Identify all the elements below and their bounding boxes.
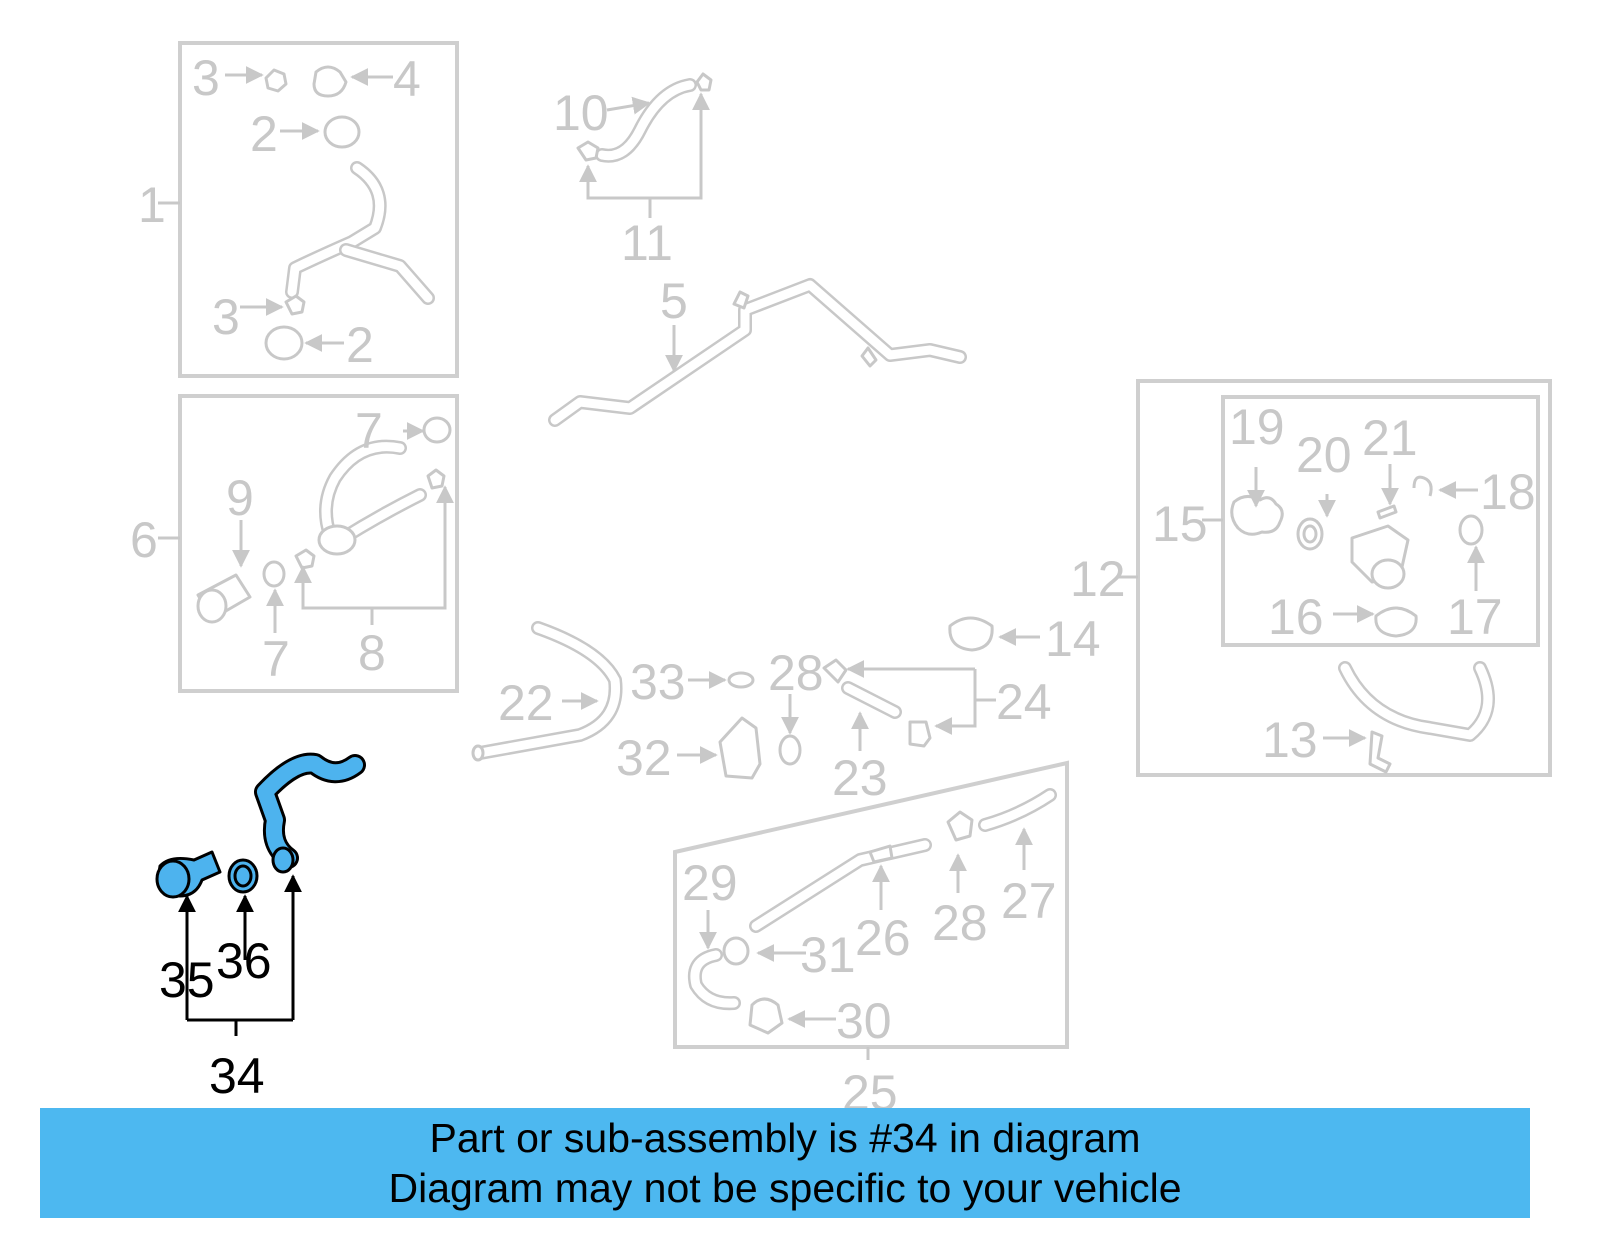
cap-2-bottom-part xyxy=(264,325,304,361)
clamp-3-bottom-part xyxy=(284,294,306,316)
callout-21: 21 xyxy=(1362,410,1418,466)
callout-26: 26 xyxy=(855,910,911,966)
callout-34: 34 xyxy=(209,1048,265,1104)
callout-27: 27 xyxy=(1001,873,1057,929)
oring-33-part xyxy=(727,671,755,689)
callout-33: 33 xyxy=(630,654,686,710)
callout-3: 3 xyxy=(192,50,220,106)
callout-16: 16 xyxy=(1268,589,1324,645)
callout-2: 2 xyxy=(346,317,374,373)
ring-7-part xyxy=(262,560,286,588)
callout-22: 22 xyxy=(498,675,554,731)
group-box-12: 12 15 19 20 21 18 16 17 13 xyxy=(1070,379,1552,777)
group-22-33: 22 33 28 32 14 24 23 xyxy=(471,611,1101,806)
group-5: 5 xyxy=(548,273,967,427)
clamp-4-part xyxy=(312,65,348,98)
callout-2: 2 xyxy=(250,106,278,162)
callout-14: 14 xyxy=(1045,611,1101,667)
bracket-32-part xyxy=(718,716,762,780)
callout-28: 28 xyxy=(768,645,824,701)
callout-4: 4 xyxy=(393,51,421,107)
callout-1: 1 xyxy=(138,177,166,233)
group-box-1: 1 3 4 2 3 2 xyxy=(138,41,459,378)
callout-12: 12 xyxy=(1070,551,1126,607)
callout-30: 30 xyxy=(836,993,892,1049)
callout-36: 36 xyxy=(216,933,272,989)
callout-3: 3 xyxy=(212,289,240,345)
callout-29: 29 xyxy=(682,855,738,911)
callout-17: 17 xyxy=(1447,589,1503,645)
clamp-3-top-part xyxy=(264,68,288,93)
banner-line-2: Diagram may not be specific to your vehi… xyxy=(388,1165,1182,1211)
info-banner: Part or sub-assembly is #34 in diagram D… xyxy=(40,1108,1530,1218)
cap-7-top-part xyxy=(422,416,452,444)
callout-20: 20 xyxy=(1296,427,1352,483)
cap-16-part xyxy=(1374,606,1418,638)
group-box-25: 29 31 26 28 27 30 25 xyxy=(673,760,1069,1121)
callout-9: 9 xyxy=(226,470,254,526)
cap-14-part xyxy=(948,616,994,652)
cap-2-top-part xyxy=(323,115,361,149)
callout-24: 24 xyxy=(996,674,1052,730)
highlighted-group-34: 35 36 34 xyxy=(155,752,366,1104)
callout-10: 10 xyxy=(553,85,609,141)
group-10-11: 10 11 xyxy=(553,72,713,271)
callout-6: 6 xyxy=(130,512,158,568)
callout-18: 18 xyxy=(1480,464,1536,520)
callout-8: 8 xyxy=(358,625,386,681)
callout-32: 32 xyxy=(616,730,672,786)
oring-17-part xyxy=(1458,514,1484,546)
clamp-30-part xyxy=(748,997,784,1035)
callout-23: 23 xyxy=(832,750,888,806)
clamp-28-part xyxy=(946,810,974,842)
callout-28: 28 xyxy=(932,895,988,951)
clip-18-part xyxy=(1412,475,1433,497)
callout-31: 31 xyxy=(800,927,856,983)
group-box-6: 6 7 9 7 8 xyxy=(130,394,459,693)
callout-7: 7 xyxy=(355,403,383,459)
callout-13: 13 xyxy=(1262,712,1318,768)
callout-7: 7 xyxy=(262,631,290,687)
callout-35: 35 xyxy=(159,952,215,1008)
callout-19: 19 xyxy=(1229,399,1285,455)
callout-5: 5 xyxy=(660,273,688,329)
callout-15: 15 xyxy=(1152,496,1208,552)
callout-11: 11 xyxy=(621,215,673,271)
ring-31-part xyxy=(722,936,750,966)
banner-line-1: Part or sub-assembly is #34 in diagram xyxy=(429,1115,1141,1161)
clamp-28-top-part xyxy=(822,658,848,684)
clamp-28-small-part xyxy=(778,734,802,766)
